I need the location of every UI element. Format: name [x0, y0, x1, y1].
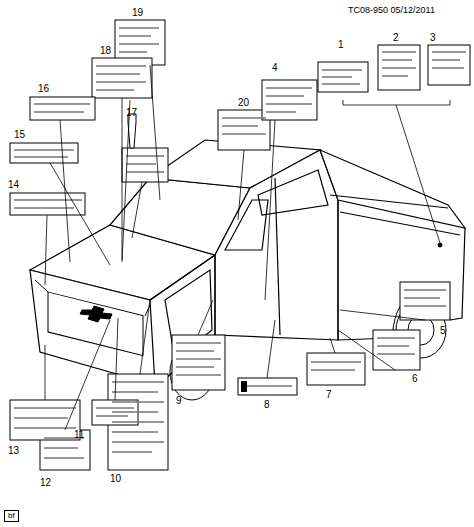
callout-number: 12	[40, 478, 51, 488]
callout-number: 8	[264, 400, 270, 410]
callout-number: 7	[326, 390, 332, 400]
drawing-number: TC08-950 05/12/2011	[348, 6, 435, 15]
callout-number: 20	[238, 98, 249, 108]
callout-number: 3	[430, 33, 436, 43]
corner-tag: bf	[4, 510, 19, 522]
callout-number: 10	[110, 474, 121, 484]
callout-number: 6	[412, 374, 418, 384]
callout-number: 2	[393, 33, 399, 43]
callout-number: 16	[38, 84, 49, 94]
callout-number: 17	[126, 108, 137, 118]
callout-number: 9	[176, 396, 182, 406]
callout-number: 4	[272, 63, 278, 73]
callout-number: 19	[132, 8, 143, 18]
callout-number: 13	[8, 446, 19, 456]
callout-number: 11	[74, 430, 84, 440]
callout-number: 18	[100, 46, 111, 56]
callout-number: 5	[440, 326, 446, 336]
callout-number: 1	[338, 40, 344, 50]
callout-number: 14	[8, 180, 19, 190]
callout-number: 15	[14, 130, 25, 140]
